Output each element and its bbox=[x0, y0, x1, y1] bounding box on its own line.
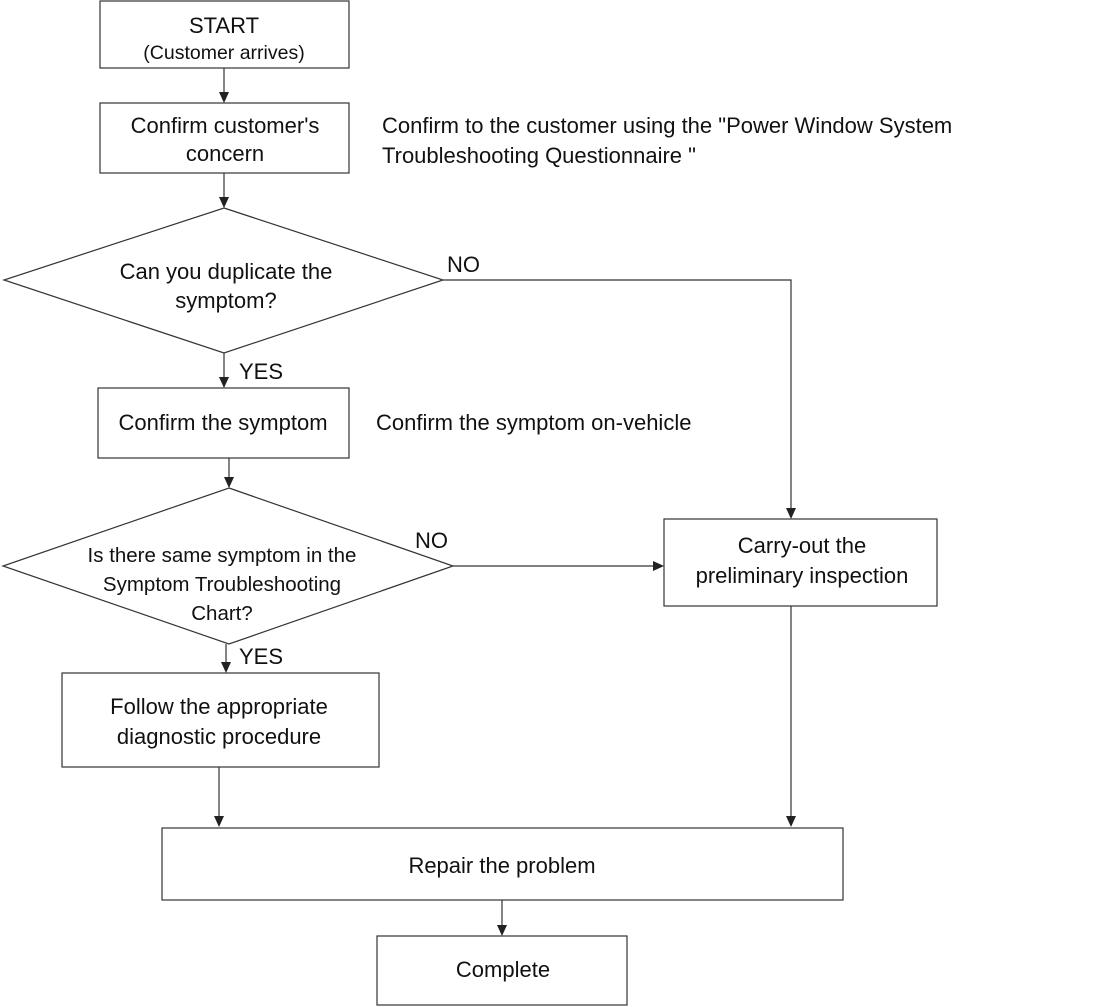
questionnaire-note-line1: Confirm to the customer using the "Power… bbox=[382, 113, 952, 138]
decision-chart-line2: Symptom Troubleshooting bbox=[103, 573, 341, 596]
questionnaire-note: Confirm to the customer using the "Power… bbox=[382, 113, 952, 168]
decision-chart-line1: Is there same symptom in the bbox=[88, 544, 357, 567]
follow-procedure-line2: diagnostic procedure bbox=[117, 724, 321, 749]
repair-label: Repair the problem bbox=[408, 853, 595, 878]
connector-no-to-preliminary bbox=[443, 279, 796, 519]
preliminary-inspection-line1: Carry-out the bbox=[738, 533, 866, 558]
start-node-title: START bbox=[189, 13, 259, 38]
preliminary-inspection-line2: preliminary inspection bbox=[696, 563, 909, 588]
start-node: START (Customer arrives) bbox=[99, 0, 350, 69]
connector-start-to-concern bbox=[219, 68, 229, 103]
connector-yes2-to-follow bbox=[221, 644, 231, 673]
start-node-subtitle: (Customer arrives) bbox=[143, 42, 304, 64]
decision-duplicate-line2: symptom? bbox=[175, 288, 276, 313]
on-vehicle-note: Confirm the symptom on-vehicle bbox=[376, 410, 691, 435]
confirm-concern-line1: Confirm customer's bbox=[131, 113, 320, 138]
edge-label-no-1: NO bbox=[447, 252, 480, 277]
confirm-symptom-node: Confirm the symptom bbox=[97, 387, 350, 459]
decision-chart-node: Is there same symptom in the Symptom Tro… bbox=[1, 487, 455, 645]
confirm-symptom-label: Confirm the symptom bbox=[118, 410, 327, 435]
connector-preliminary-to-repair bbox=[786, 606, 796, 827]
repair-node: Repair the problem bbox=[161, 827, 844, 901]
edge-label-no-2: NO bbox=[415, 528, 448, 553]
complete-node: Complete bbox=[376, 935, 628, 1006]
connector-no2-to-preliminary bbox=[453, 561, 664, 571]
connector-follow-to-repair bbox=[214, 767, 224, 827]
decision-duplicate-node: Can you duplicate the symptom? bbox=[2, 207, 445, 354]
preliminary-inspection-node: Carry-out the preliminary inspection bbox=[663, 518, 938, 607]
connector-yes-to-confirm-symptom bbox=[219, 353, 229, 388]
connector-repair-to-complete bbox=[497, 900, 507, 936]
follow-procedure-line1: Follow the appropriate bbox=[110, 694, 328, 719]
questionnaire-note-line2: Troubleshooting Questionnaire " bbox=[382, 143, 696, 168]
decision-duplicate-line1: Can you duplicate the bbox=[120, 259, 333, 284]
connector-concern-to-decision1 bbox=[219, 173, 229, 208]
follow-procedure-node: Follow the appropriate diagnostic proced… bbox=[61, 672, 380, 768]
connector-symptom-to-decision2 bbox=[224, 458, 234, 488]
edge-label-yes-2: YES bbox=[239, 644, 283, 669]
edge-label-yes-1: YES bbox=[239, 359, 283, 384]
decision-chart-line3: Chart? bbox=[191, 602, 253, 625]
confirm-concern-line2: concern bbox=[186, 141, 264, 166]
confirm-concern-node: Confirm customer's concern bbox=[99, 102, 350, 174]
complete-label: Complete bbox=[456, 957, 550, 982]
